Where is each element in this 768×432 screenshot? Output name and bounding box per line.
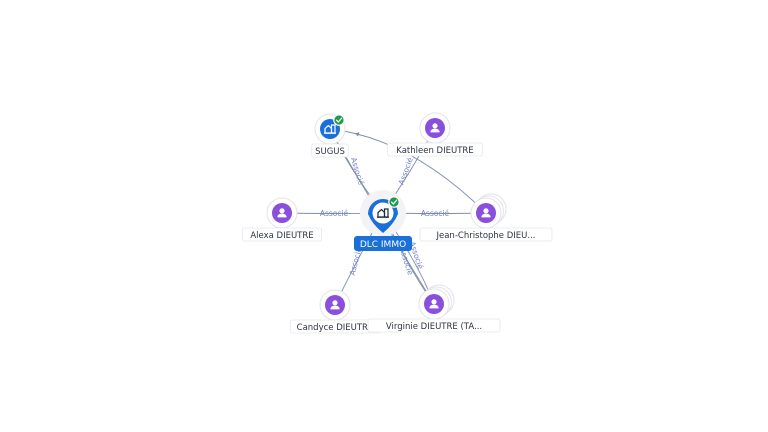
edge-label: Associé [421, 209, 450, 218]
node-label-text: Jean-Christophe DIEU... [435, 231, 535, 241]
node-label-text: Kathleen DIEUTRE [396, 146, 473, 156]
graph-node-center[interactable]: DLC IMMO [354, 190, 412, 251]
edge-label: Associé [397, 156, 415, 186]
person-icon [481, 208, 491, 218]
person-icon [429, 299, 439, 309]
edge-label: Associé [320, 209, 349, 218]
node-label: SUGUS [311, 143, 349, 158]
graph-node-virginie[interactable]: Virginie DIEUTRE (TA... [367, 284, 501, 333]
edge-label: Associé [349, 156, 366, 186]
person-icon [277, 208, 287, 218]
graph-node-jeanchristophe[interactable]: Jean-Christophe DIEU... [419, 193, 553, 242]
graph-node-candyce[interactable]: Candyce DIEUTRE [289, 289, 381, 334]
building-icon [324, 124, 336, 134]
graph-node-kathleen[interactable]: Kathleen DIEUTRE [387, 112, 483, 157]
nodes-layer: SUGUS Kathleen DIEUTRE Alexa DIEUTRE Jean-C… [242, 112, 553, 334]
node-label-text: SUGUS [315, 147, 345, 157]
person-icon [430, 123, 440, 133]
node-label-text: Alexa DIEUTRE [250, 231, 313, 241]
node-label: Virginie DIEUTRE (TA... [367, 318, 501, 333]
verified-check-icon [333, 114, 345, 126]
node-label: Kathleen DIEUTRE [387, 142, 483, 157]
center-node-label-text: DLC IMMO [360, 240, 406, 250]
node-label: Jean-Christophe DIEU... [419, 227, 553, 242]
node-label: Alexa DIEUTRE [242, 227, 322, 242]
node-label-text: Candyce DIEUTRE [297, 323, 374, 333]
graph-node-sugus[interactable]: SUGUS [311, 113, 349, 158]
verified-check-icon [388, 196, 400, 208]
person-icon [330, 300, 340, 310]
node-label: Candyce DIEUTRE [289, 319, 381, 334]
center-node-label: DLC IMMO [354, 236, 412, 251]
edge-arrow [354, 132, 360, 137]
node-label-text: Virginie DIEUTRE (TA... [386, 322, 482, 332]
building-icon [377, 208, 389, 218]
graph-node-alexa[interactable]: Alexa DIEUTRE [242, 197, 322, 242]
